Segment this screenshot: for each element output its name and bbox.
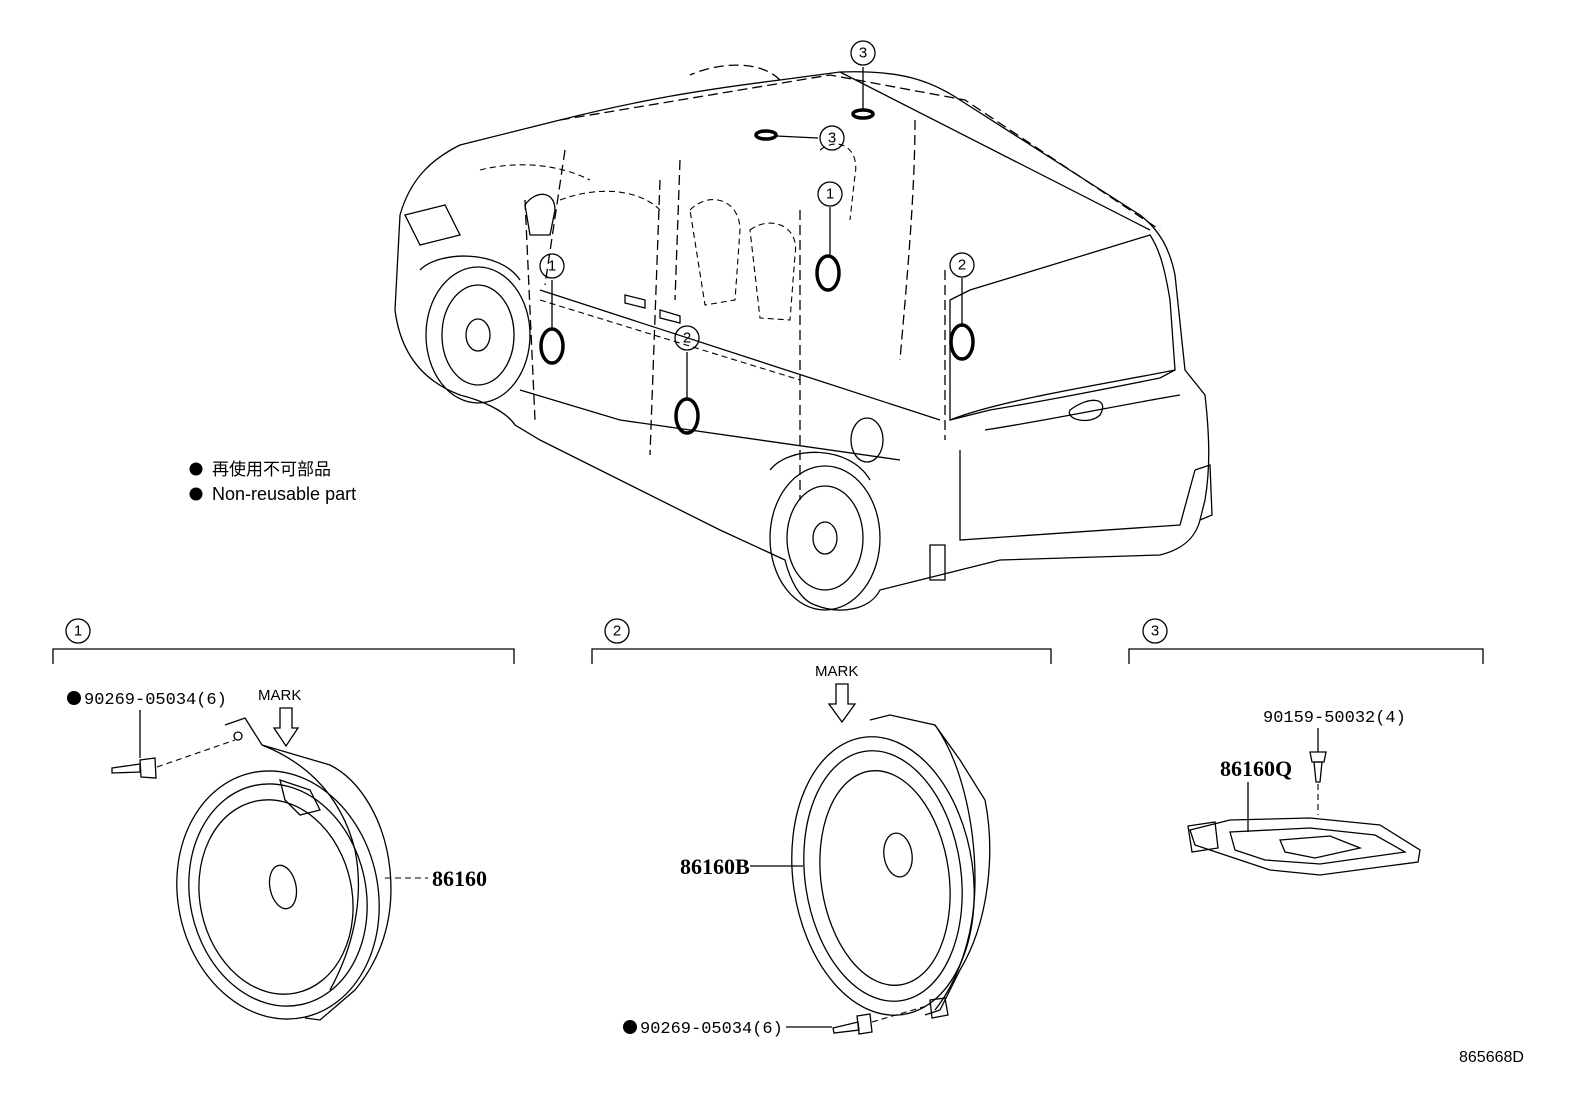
callout-1-front-right: 1 bbox=[817, 181, 843, 207]
svg-text:2: 2 bbox=[683, 330, 691, 347]
svg-text:2: 2 bbox=[958, 257, 966, 274]
tweeter-location-rear bbox=[851, 108, 875, 120]
section-3-number: 3 bbox=[1151, 623, 1159, 640]
svg-text:1: 1 bbox=[548, 258, 556, 275]
callout-2-rear-left: 2 bbox=[674, 325, 700, 351]
part-number-90269-05034: 90269-05034(6) bbox=[640, 1020, 783, 1039]
front-door-speaker-location bbox=[539, 327, 565, 365]
reference-code: 865668D bbox=[1459, 1049, 1524, 1066]
screw-icon bbox=[111, 757, 157, 779]
callout-3-roof-front: 3 bbox=[819, 125, 845, 151]
legend-english: Non-reusable part bbox=[212, 484, 356, 504]
section-1-front-speaker: 1 90269-05034(6) MARK 86160 bbox=[52, 618, 515, 1021]
tweeter-location-front bbox=[754, 129, 778, 141]
non-reusable-bullet-icon bbox=[189, 462, 203, 476]
non-reusable-bullet-icon bbox=[623, 1020, 637, 1034]
front-door-speaker-location-right bbox=[815, 254, 841, 292]
part-number-86160: 86160 bbox=[432, 866, 487, 891]
callout-2-rear-right: 2 bbox=[949, 252, 975, 278]
svg-text:3: 3 bbox=[859, 45, 867, 62]
part-number-86160Q: 86160Q bbox=[1220, 756, 1292, 781]
section-2-rear-speaker: 2 MARK 86160B 90269-05034(6) bbox=[591, 618, 1052, 1039]
mark-arrow-icon bbox=[272, 707, 300, 748]
screw-icon bbox=[1309, 751, 1327, 783]
door-speaker-86160B-illustration bbox=[791, 714, 991, 1019]
legend: 再使用不可部品 Non-reusable part bbox=[189, 459, 356, 504]
svg-text:3: 3 bbox=[828, 130, 836, 147]
section-3-tweeter: 3 90159-50032(4) 86160Q bbox=[1128, 618, 1484, 876]
door-speaker-86160-illustration bbox=[176, 717, 392, 1021]
callout-3-roof-rear: 3 bbox=[850, 40, 876, 66]
vehicle-illustration: 1 1 2 2 3 3 bbox=[394, 40, 1213, 611]
svg-text:1: 1 bbox=[826, 186, 834, 203]
non-reusable-bullet-icon bbox=[189, 487, 203, 501]
rear-door-speaker-location-right bbox=[949, 323, 975, 361]
section-2-number: 2 bbox=[613, 623, 621, 640]
screw-icon bbox=[832, 1013, 873, 1035]
tweeter-86160Q-illustration bbox=[1187, 817, 1421, 876]
part-number-90159-50032: 90159-50032(4) bbox=[1263, 709, 1406, 728]
rear-door-speaker-location bbox=[674, 397, 700, 435]
callout-1-front-left: 1 bbox=[539, 253, 565, 279]
part-number-90269-05034: 90269-05034(6) bbox=[84, 691, 227, 710]
mark-label: MARK bbox=[815, 663, 858, 680]
section-1-number: 1 bbox=[74, 623, 82, 640]
mark-arrow-icon bbox=[827, 683, 857, 724]
non-reusable-bullet-icon bbox=[67, 691, 81, 705]
mark-label: MARK bbox=[258, 687, 301, 704]
part-number-86160B: 86160B bbox=[680, 854, 750, 879]
legend-japanese: 再使用不可部品 bbox=[212, 459, 331, 480]
